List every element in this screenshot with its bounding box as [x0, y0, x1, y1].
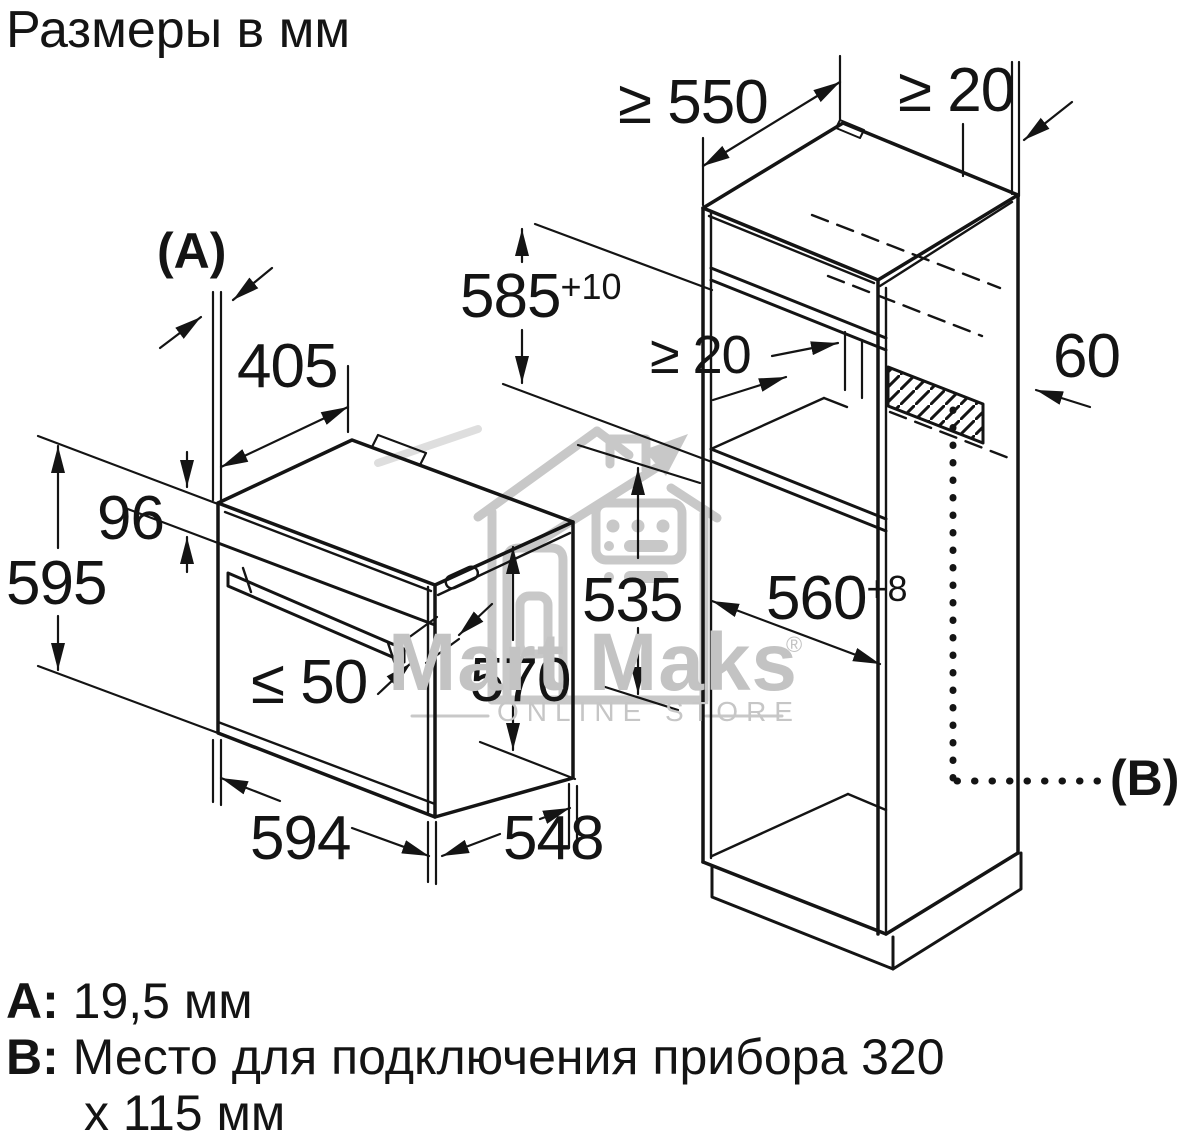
dim-535: 535 — [582, 566, 683, 635]
dim-560-base: 560 — [766, 564, 867, 633]
watermark-registered-mark: ® — [786, 632, 803, 657]
legend-line-b2: x 115 мм — [84, 1085, 286, 1141]
vent-strip-hatched — [886, 365, 985, 445]
dim-min-550: ≥ 550 — [618, 68, 769, 137]
dim-min-20-mid: ≥ 20 — [650, 325, 752, 385]
dim-585-base: 585 — [460, 262, 561, 331]
dim-595: 595 — [6, 549, 107, 618]
dim-60: 60 — [1053, 322, 1121, 391]
legend-b-value-line1: Место для подключения прибора 320 — [72, 1029, 945, 1085]
legend-line-b: B: Место для подключения прибора 320 — [6, 1032, 945, 1082]
dim-585-plus10: 585+10 — [460, 266, 622, 328]
ref-a-label: (A) — [157, 223, 227, 279]
ref-b-label: (B) — [1110, 750, 1180, 806]
page-title: Размеры в мм — [6, 1, 351, 59]
watermark-subtitle: ONLINE STORE — [497, 696, 801, 727]
legend-line-a: A: 19,5 мм — [6, 976, 253, 1026]
dim-max-50: ≤ 50 — [251, 648, 368, 717]
watermark-brand: Mart Maks — [388, 617, 799, 708]
dim-570: 570 — [470, 646, 571, 715]
dim-405: 405 — [237, 332, 338, 401]
cabinet-shelf — [709, 447, 888, 521]
dim-548: 548 — [503, 804, 604, 873]
dimension-lines — [36, 54, 1104, 886]
legend-a-value: 19,5 мм — [72, 973, 253, 1029]
cabinet-outline — [701, 119, 1023, 971]
oven-door-handle — [226, 571, 406, 664]
cabinet-plinth — [710, 864, 895, 971]
dim-min-20-top: ≥ 20 — [898, 56, 1015, 125]
dim-96: 96 — [97, 484, 165, 553]
legend-a-key: A: — [6, 973, 59, 1029]
dim-585-tolerance: +10 — [560, 266, 622, 307]
legend-b-key: B: — [6, 1029, 59, 1085]
dim-560-tolerance: +8 — [866, 568, 908, 609]
oven-side-grip — [444, 565, 480, 590]
hidden-edge-dashed — [810, 213, 1002, 290]
dim-594: 594 — [250, 804, 351, 873]
dim-560-plus8: 560+8 — [766, 568, 908, 630]
